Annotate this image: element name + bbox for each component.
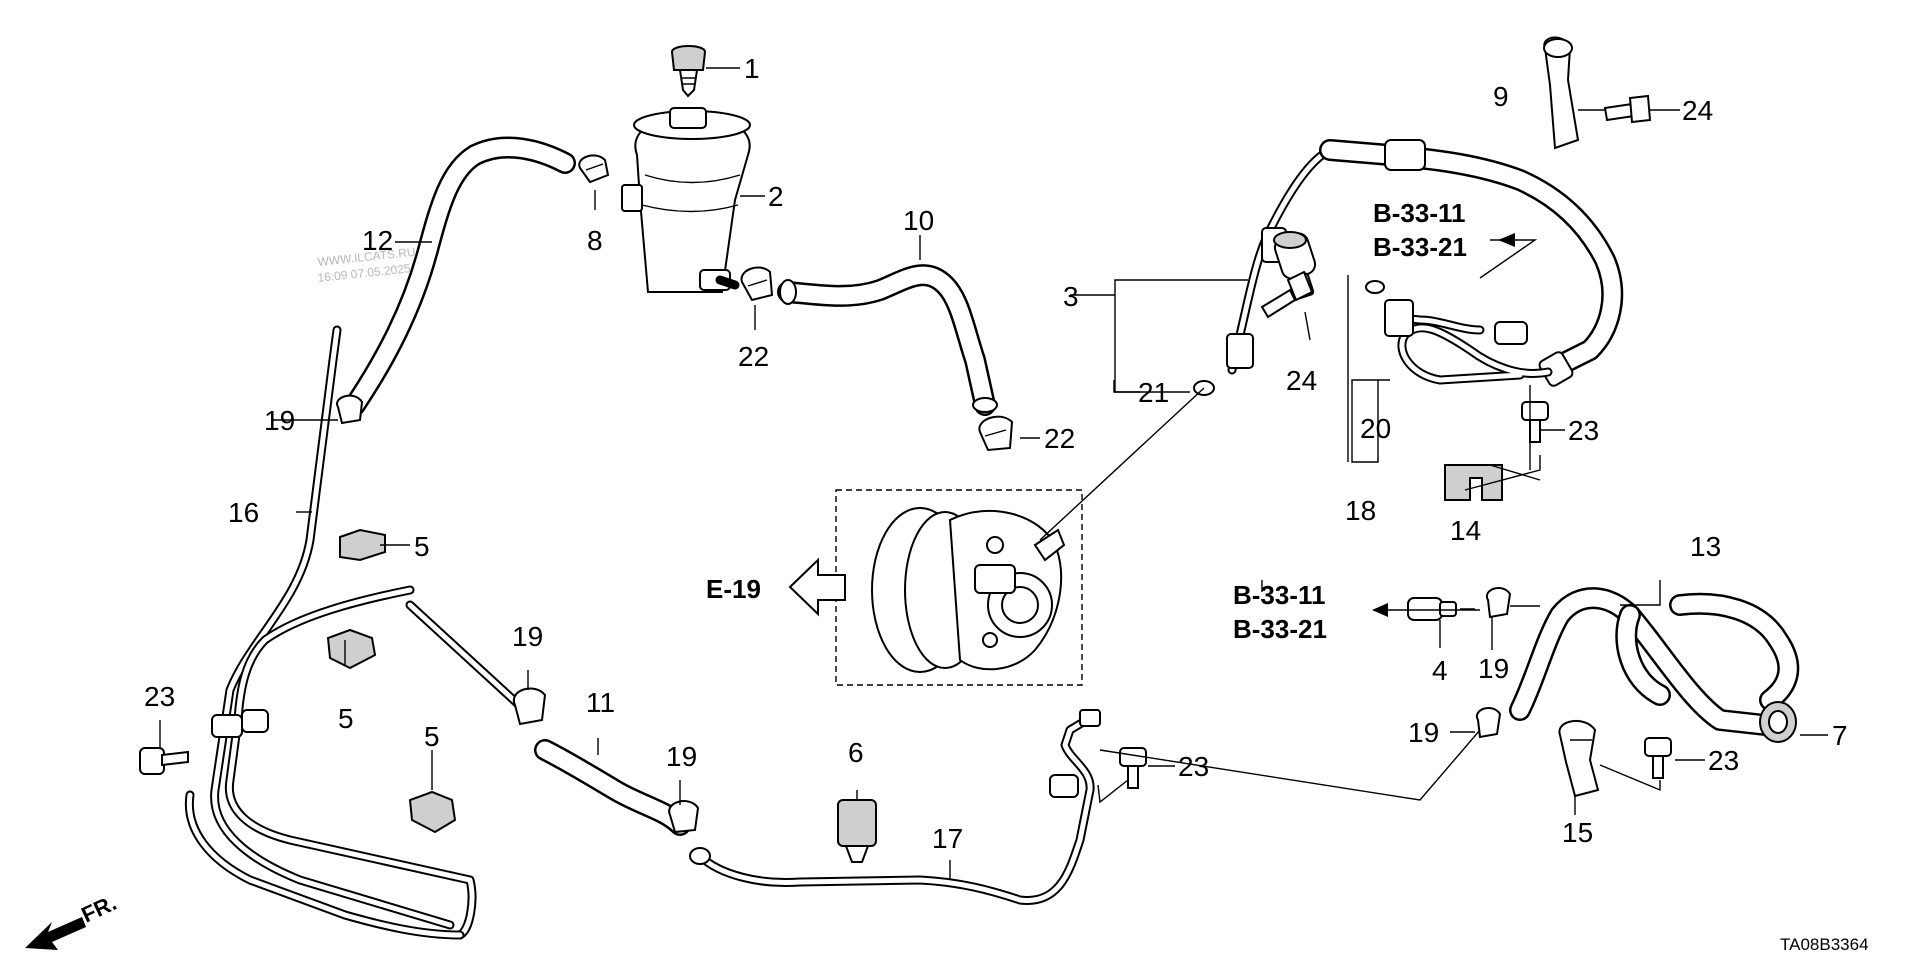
hose-clamp-7[interactable] — [1759, 701, 1797, 743]
hose-clamp-19-right-upper[interactable] — [1485, 586, 1512, 619]
return-line-17[interactable] — [689, 709, 1101, 905]
arrow-fr — [25, 917, 86, 950]
callout-23-clamp15[interactable]: 23 — [1708, 745, 1739, 776]
callout-5-lower[interactable]: 5 — [424, 721, 440, 752]
callout-19-right-upper[interactable]: 19 — [1478, 653, 1509, 684]
ref-label-b33-11-lower: B-33-11 — [1233, 580, 1326, 610]
hose-clamp-19-mid[interactable] — [512, 687, 547, 726]
callout-2[interactable]: 2 — [768, 181, 784, 212]
pressure-hose-3[interactable] — [1226, 139, 1624, 388]
callout-23-center[interactable]: 23 — [1178, 751, 1209, 782]
return-hose-13[interactable] — [1509, 587, 1800, 736]
hose-clamp-8[interactable] — [578, 154, 610, 184]
leader-lines — [159, 67, 1828, 880]
arrow-b33-upper — [1498, 233, 1515, 247]
callout-19-low[interactable]: 19 — [666, 741, 697, 772]
hose-clamp-19-right-lower[interactable] — [1475, 706, 1502, 739]
o-ring-20[interactable] — [1365, 280, 1385, 294]
hose-clamp-19-low[interactable] — [668, 800, 700, 834]
callout-17[interactable]: 17 — [932, 823, 963, 854]
callout-21[interactable]: 21 — [1138, 377, 1169, 408]
connector-4[interactable] — [1407, 597, 1457, 621]
bolt-24-upper[interactable] — [1603, 94, 1652, 124]
line-clamp-5-middle[interactable] — [326, 628, 377, 670]
hose-clamp-22-upper[interactable] — [740, 266, 774, 302]
callout-8[interactable]: 8 — [587, 225, 603, 256]
callout-22-upper[interactable]: 22 — [738, 341, 769, 372]
hose-clamp-19-top[interactable] — [336, 394, 364, 425]
line-clamp-5-lower[interactable] — [408, 790, 457, 834]
callout-9[interactable]: 9 — [1493, 81, 1509, 112]
power-steering-pump[interactable] — [871, 507, 1066, 673]
callout-19-right-lower[interactable]: 19 — [1408, 717, 1439, 748]
callout-14[interactable]: 14 — [1450, 515, 1481, 546]
reservoir-cap[interactable] — [670, 45, 707, 98]
callout-1[interactable]: 1 — [744, 53, 760, 84]
return-line-16[interactable] — [184, 325, 477, 940]
callout-3[interactable]: 3 — [1063, 281, 1079, 312]
bolt-23-clamp15[interactable] — [1644, 737, 1672, 779]
clip-6[interactable] — [837, 799, 877, 863]
return-hose-11[interactable] — [405, 600, 691, 836]
hose-clamp-22-lower[interactable] — [978, 415, 1014, 452]
bolt-23-left[interactable] — [139, 747, 189, 775]
reservoir-tank[interactable] — [621, 107, 751, 293]
callout-12[interactable]: 12 — [362, 225, 393, 256]
callout-22-lower[interactable]: 22 — [1044, 423, 1075, 454]
arrow-e19 — [788, 557, 846, 617]
clip-14[interactable] — [1444, 464, 1503, 501]
ref-label-b33-11-upper: B-33-11 — [1373, 198, 1466, 228]
callout-5-middle[interactable]: 5 — [338, 703, 354, 734]
callout-15[interactable]: 15 — [1562, 817, 1593, 848]
callout-24-lower[interactable]: 24 — [1286, 365, 1317, 396]
callout-13[interactable]: 13 — [1690, 531, 1721, 562]
callout-19-mid[interactable]: 19 — [512, 621, 543, 652]
suction-hose-10[interactable] — [777, 264, 998, 416]
callout-19-top[interactable]: 19 — [264, 405, 295, 436]
line-clamp-5-upper[interactable] — [339, 528, 386, 562]
hose-bracket-9[interactable] — [1543, 36, 1580, 150]
callout-7[interactable]: 7 — [1832, 720, 1848, 751]
callout-24-upper[interactable]: 24 — [1682, 95, 1713, 126]
callout-10[interactable]: 10 — [903, 205, 934, 236]
callout-11[interactable]: 11 — [586, 687, 615, 718]
bolt-23-clip14[interactable] — [1521, 401, 1549, 443]
clamp-15[interactable] — [1558, 719, 1600, 798]
callout-23-left[interactable]: 23 — [144, 681, 175, 712]
callout-23-clip14[interactable]: 23 — [1568, 415, 1599, 446]
bolt-24-lower[interactable] — [1260, 270, 1314, 319]
arrow-b33-lower — [1372, 603, 1388, 617]
callout-6[interactable]: 6 — [848, 737, 864, 768]
callout-18[interactable]: 18 — [1345, 495, 1376, 526]
callout-16[interactable]: 16 — [228, 497, 259, 528]
diagram-code: TA08B3364 — [1780, 935, 1869, 954]
ref-label-e19: E-19 — [706, 574, 761, 604]
callout-4[interactable]: 4 — [1432, 655, 1448, 686]
ref-label-b33-21-upper: B-33-21 — [1373, 232, 1467, 262]
callout-5-upper[interactable]: 5 — [414, 531, 430, 562]
ref-label-b33-21-lower: B-33-21 — [1233, 614, 1327, 644]
bolt-23-center[interactable] — [1119, 747, 1147, 789]
return-hose-12[interactable] — [344, 136, 576, 416]
callout-20[interactable]: 20 — [1360, 413, 1391, 444]
